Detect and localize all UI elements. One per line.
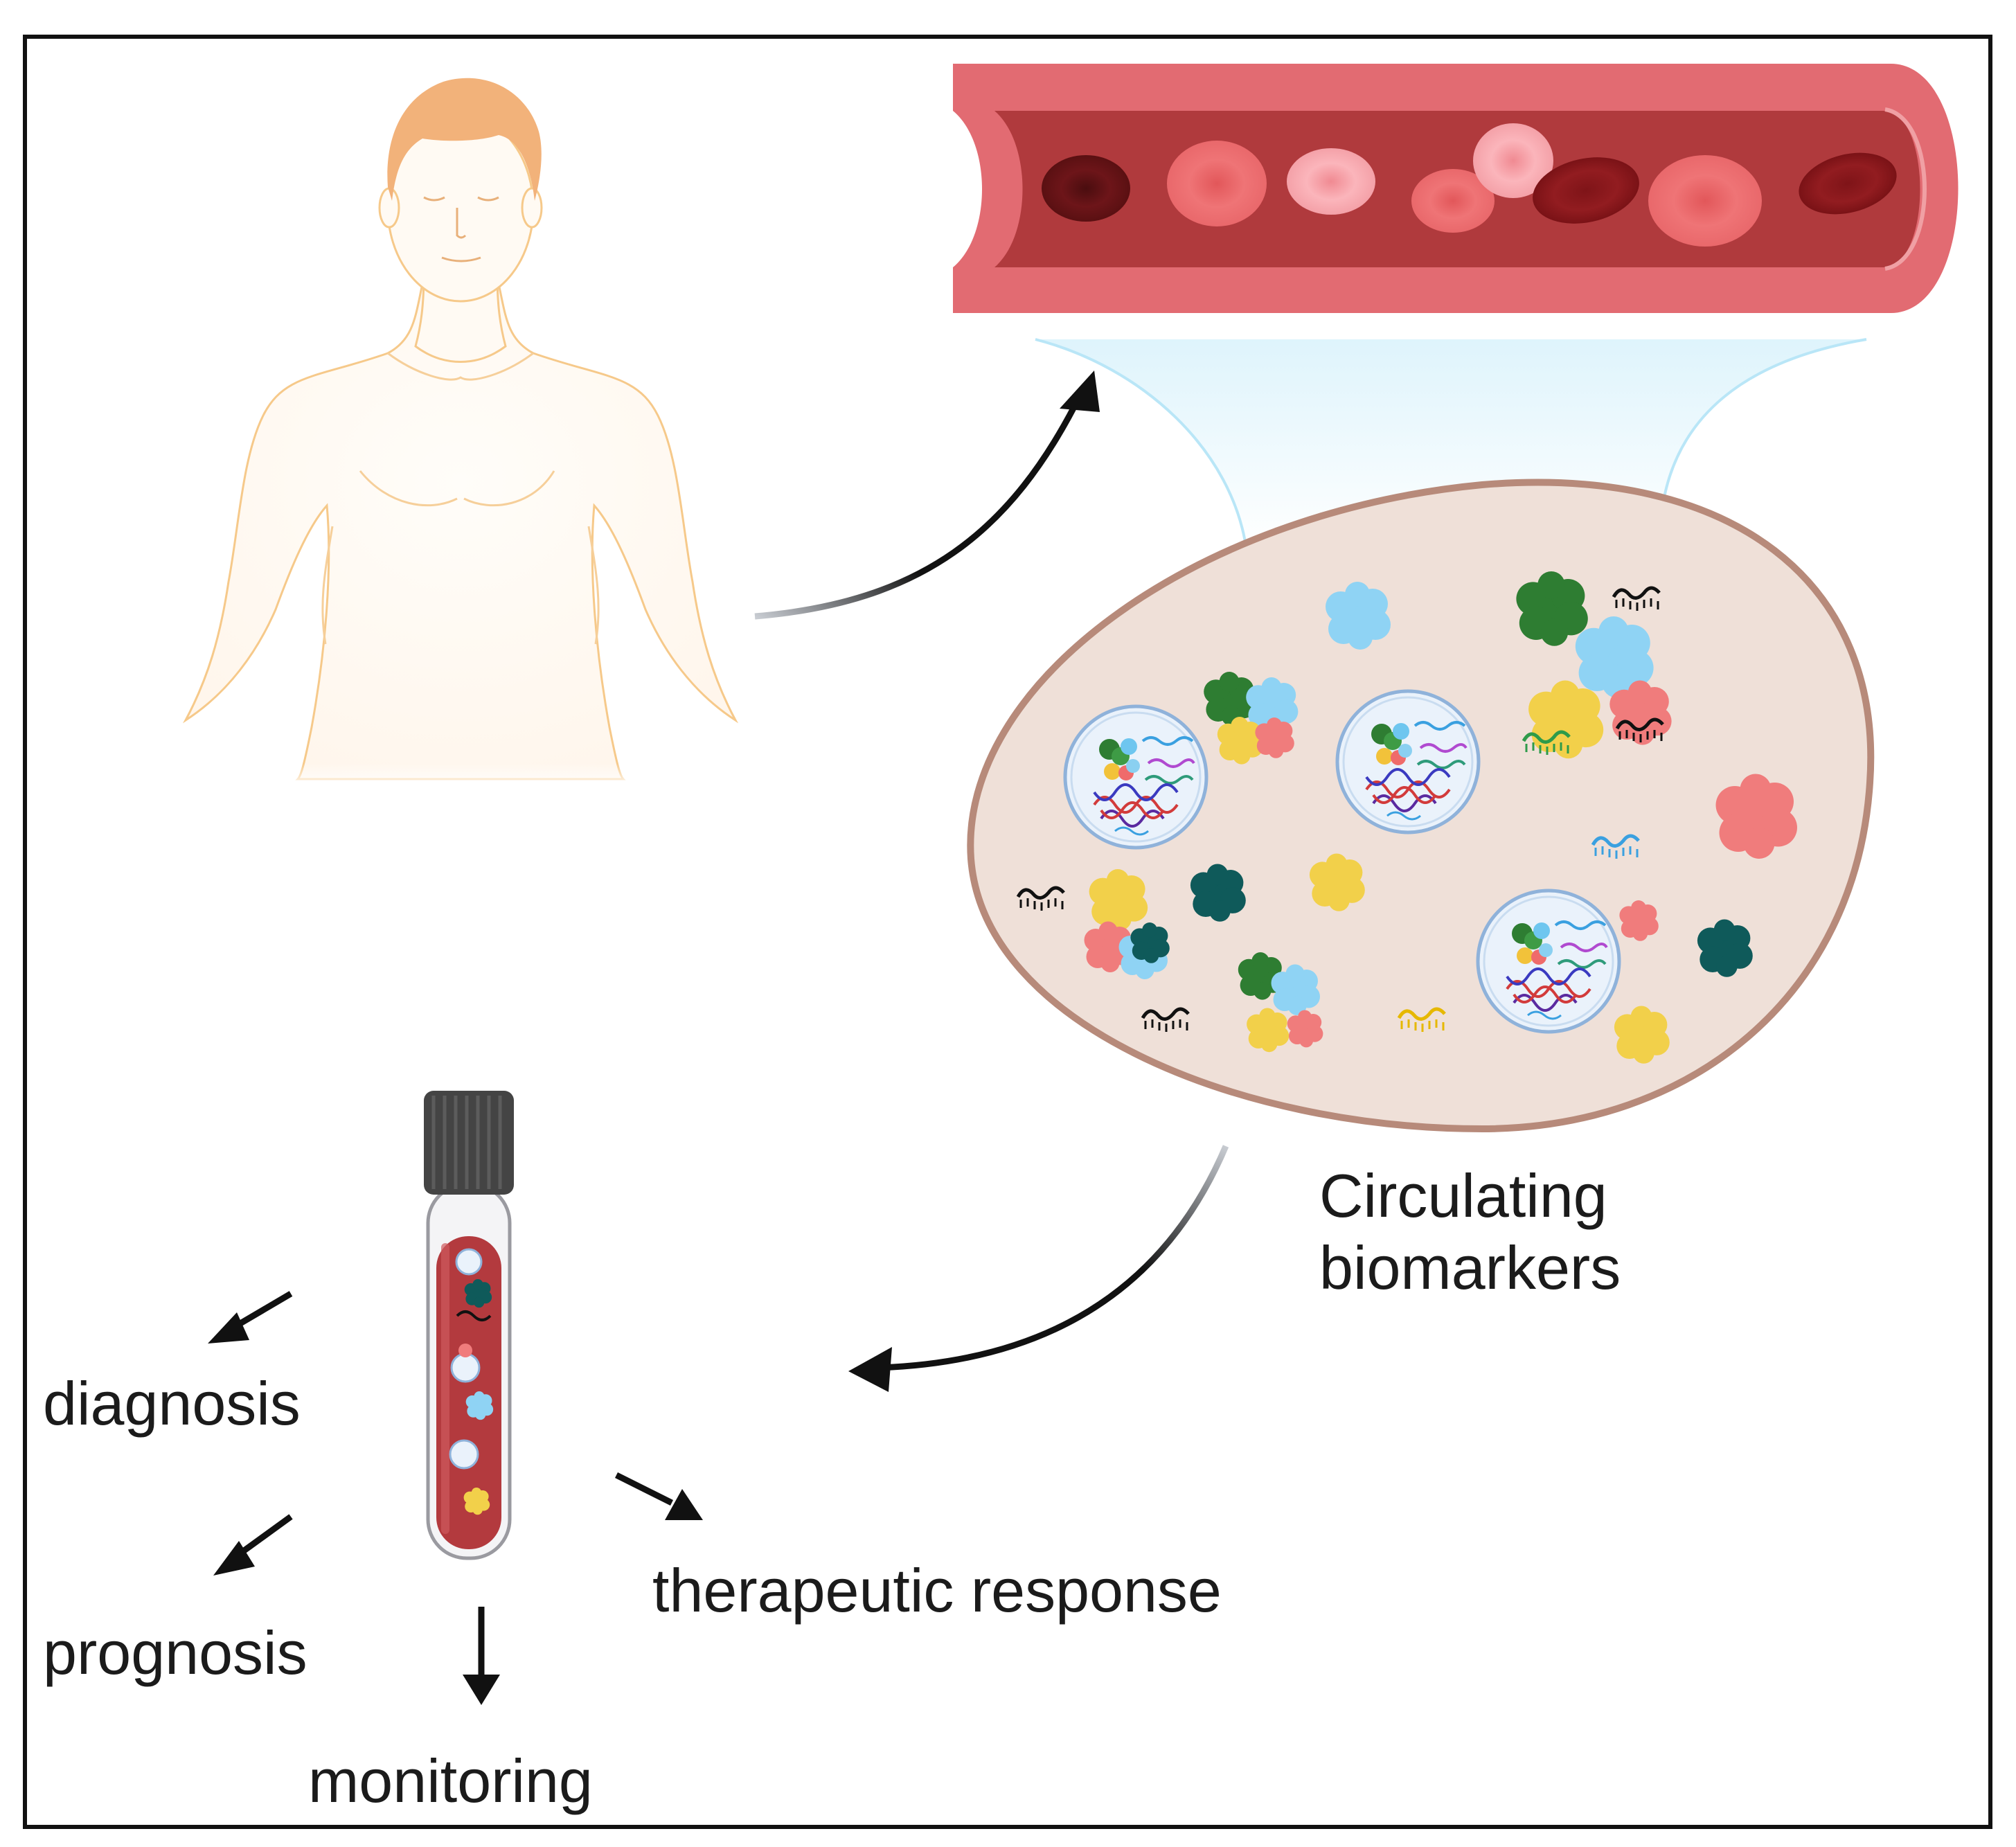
face-features [423, 196, 499, 262]
ear-right [521, 187, 543, 229]
arrow-diagnosis [230, 1291, 293, 1331]
human-figure-illustration [173, 78, 762, 789]
blood-vessel-illustration [953, 64, 1959, 313]
arrow-prognosis [233, 1514, 293, 1560]
chest-lines [321, 352, 600, 645]
arrow-body-to-vessel [754, 393, 1084, 620]
therapeutic-response-label: therapeutic response [652, 1556, 1222, 1625]
extracellular-vesicle-1 [1065, 706, 1206, 848]
circulating-biomarkers-label: Circulating biomarkers [1319, 1160, 1621, 1304]
extracellular-vesicle-3 [1478, 891, 1619, 1032]
circulating-label-line2: biomarkers [1319, 1233, 1621, 1302]
vessel-opening [953, 111, 982, 267]
rbc-6 [1533, 157, 1639, 224]
monitoring-label: monitoring [308, 1747, 593, 1815]
arrow-biomarkers-to-tube-head [848, 1347, 892, 1392]
hair [387, 78, 542, 202]
rbc-2 [1167, 141, 1267, 226]
prognosis-label: prognosis [43, 1618, 307, 1687]
blood-tube-illustration [424, 1091, 514, 1560]
circulating-label-line1: Circulating [1319, 1161, 1607, 1230]
vessel-inner-rim [1884, 107, 1927, 271]
ear-left [378, 187, 400, 229]
funnel-edges [1035, 338, 1867, 551]
rbc-8 [1799, 152, 1897, 215]
extracellular-vesicle-2 [1337, 691, 1479, 832]
rbc-3 [1287, 148, 1375, 215]
rbc-4 [1411, 169, 1495, 233]
figure-border [23, 35, 1992, 1829]
rbc-7 [1648, 155, 1762, 247]
diagnosis-label: diagnosis [43, 1369, 301, 1438]
plasma-droplet-illustration [967, 479, 1875, 1133]
tube-blood [436, 1236, 501, 1549]
rbc-1 [1042, 155, 1130, 222]
arrow-biomarkers-to-tube [877, 1145, 1229, 1371]
arrow-therapeutic-response [614, 1472, 674, 1506]
arrow-body-to-vessel-head [1060, 371, 1100, 412]
rbc-5 [1473, 123, 1553, 198]
